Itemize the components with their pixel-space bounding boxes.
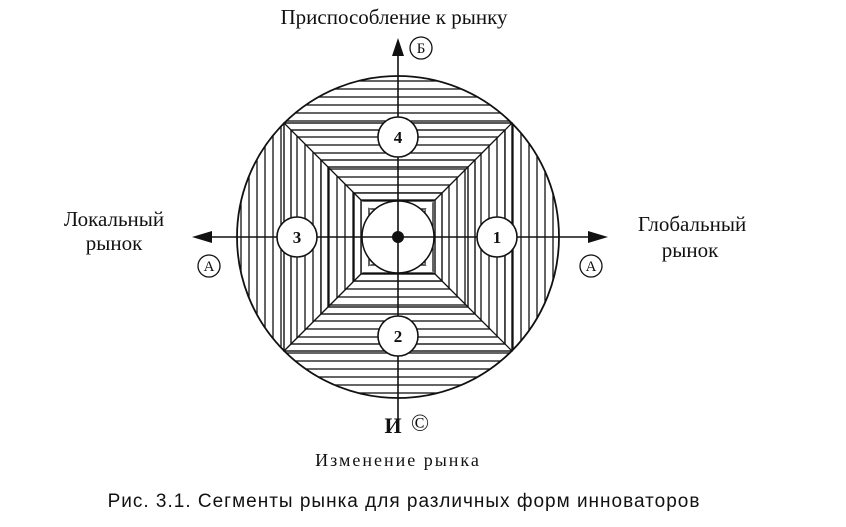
diagonals	[283, 122, 513, 352]
right-axis-label-line1: Глобальный	[638, 212, 746, 236]
left-axis-label-line2: рынок	[86, 231, 143, 255]
segment-number-1: 1	[493, 228, 502, 247]
bottom-axis-label: Изменение рынка	[315, 450, 481, 470]
arrow-up-icon	[392, 38, 404, 56]
top-axis-label: Приспособление к рынку	[280, 5, 508, 29]
arrow-left-icon	[192, 231, 212, 243]
axis-marker-bottom-symbol: ©	[411, 411, 429, 437]
segment-number-3: 3	[293, 228, 302, 247]
axis-marker-top: Б	[417, 41, 426, 57]
left-axis-label-line1: Локальный	[64, 207, 164, 231]
axis-marker-left: А	[204, 259, 215, 275]
right-axis-label-line2: рынок	[662, 238, 719, 262]
segment-number-2: 2	[394, 327, 403, 346]
segment-number-4: 4	[394, 128, 403, 147]
figure-caption: Рис. 3.1. Сегменты рынка для различных ф…	[108, 491, 701, 512]
center-dot	[392, 231, 404, 243]
arrow-right-icon	[588, 231, 608, 243]
axis-marker-bottom-letter: И	[384, 413, 401, 438]
axis-marker-circles	[197, 36, 603, 278]
axis-arrowheads	[192, 38, 608, 243]
axis-marker-right: А	[586, 259, 597, 275]
segment-markers	[276, 116, 518, 357]
